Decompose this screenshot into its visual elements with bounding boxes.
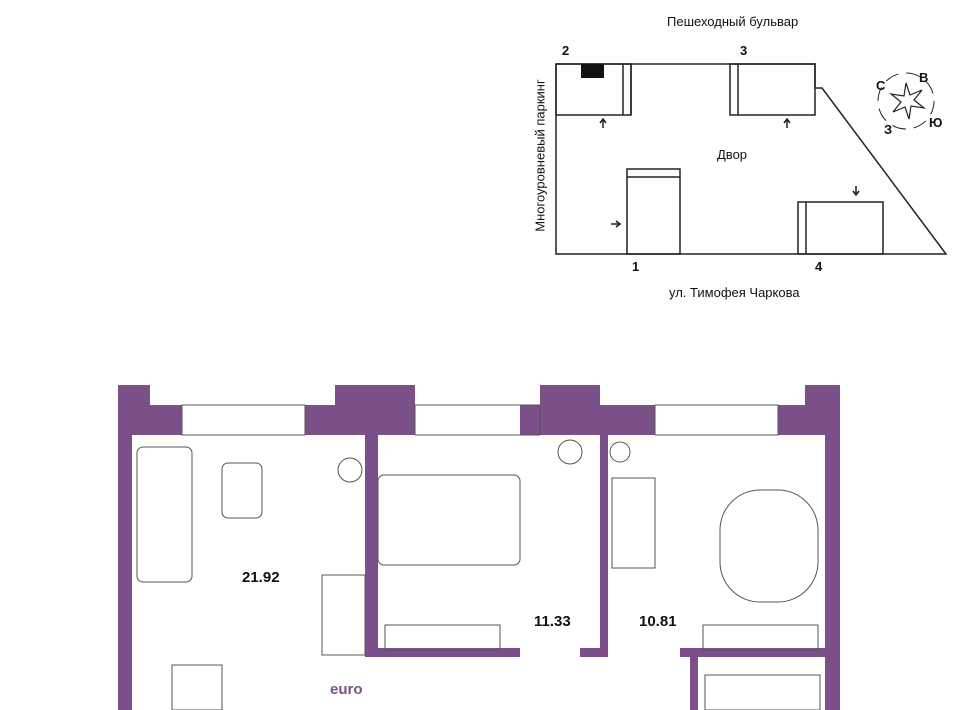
building-number-4: 4 — [815, 259, 823, 274]
compass-west: З — [884, 122, 893, 137]
compass-south: Ю — [929, 115, 943, 130]
street-bottom-label: ул. Тимофея Чаркова — [669, 285, 800, 300]
yard-label: Двор — [717, 147, 748, 162]
street-top-label: Пешеходный бульвар — [667, 14, 799, 29]
building-number-1: 1 — [632, 259, 640, 274]
building-number-2: 2 — [562, 43, 570, 58]
room-area-bedroom-1: 11.33 — [534, 613, 571, 630]
parking-label: Многоуровневый паркинг — [532, 79, 548, 232]
building-number-3: 3 — [740, 43, 748, 58]
compass-north: С — [876, 78, 886, 93]
layout-type-label: euro — [330, 681, 363, 698]
building-marker — [581, 64, 604, 78]
room-area-bedroom-2: 10.81 — [639, 613, 677, 630]
compass-east: В — [919, 70, 929, 85]
room-area-living: 21.92 — [242, 569, 280, 586]
